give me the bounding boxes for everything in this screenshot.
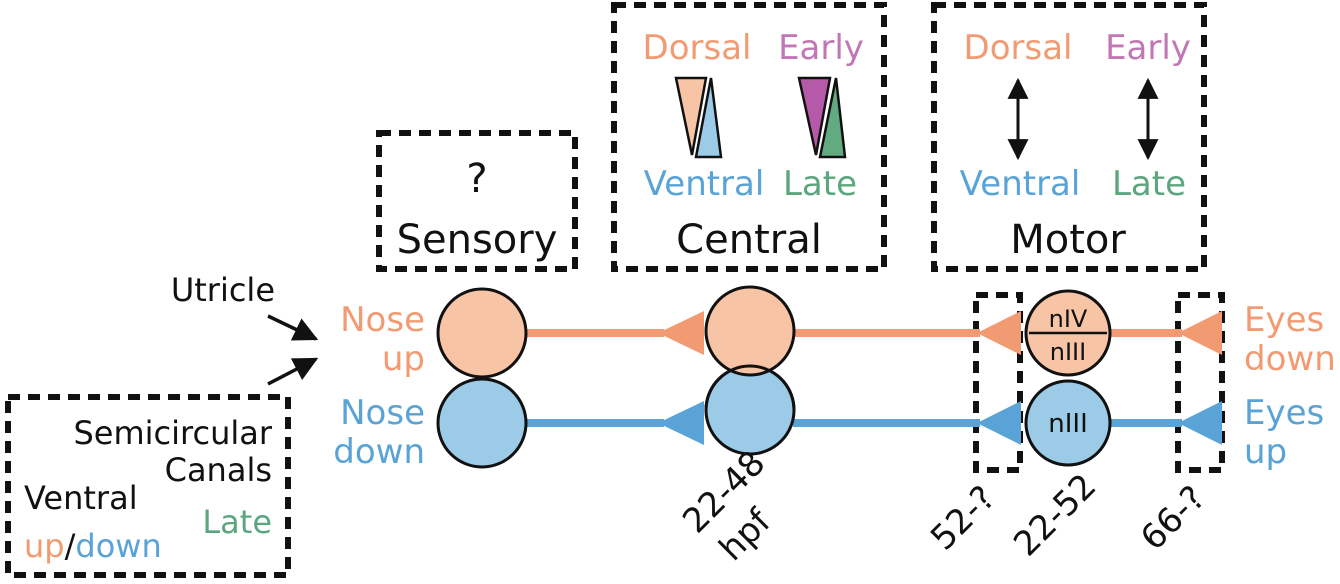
canals-arrow xyxy=(267,357,319,386)
top-synapse-2 xyxy=(977,311,1021,355)
nose-down-line1: Nose xyxy=(340,393,425,433)
central-early: Early xyxy=(778,28,864,68)
dorsal-wedge xyxy=(674,76,708,156)
top-synapse-1 xyxy=(658,311,704,355)
nose-up-line1: Nose xyxy=(340,300,425,340)
canals-line1: Semicircular xyxy=(73,414,272,452)
motor-box xyxy=(931,2,1207,272)
central-late: Late xyxy=(783,164,857,204)
eyes-down-line2: down xyxy=(1244,339,1336,379)
nucleus-niii-bottom: nIII xyxy=(1048,409,1087,439)
bottom-synapse-3 xyxy=(1178,401,1222,445)
central-neuron-nose-up xyxy=(704,285,796,377)
canals-late: Late xyxy=(202,503,272,541)
timing-motor-soma: 22-52 xyxy=(1006,466,1104,564)
motor-late: Late xyxy=(1112,164,1186,204)
sensory-question: ? xyxy=(466,156,487,202)
ventral-wedge xyxy=(694,77,723,159)
eyes-up-line2: up xyxy=(1244,432,1287,472)
synapse-box xyxy=(1175,292,1225,473)
late-wedge xyxy=(818,77,847,159)
sensory-neuron-nose-down xyxy=(436,377,528,469)
sensory-box xyxy=(376,130,578,272)
canals-ventral: Ventral xyxy=(24,479,138,517)
motor-neuron-eyes-up xyxy=(1024,379,1112,467)
central-box xyxy=(611,2,887,272)
canals-line2: Canals xyxy=(165,451,272,489)
central-ventral: Ventral xyxy=(644,164,765,204)
canals-up-down: up/down xyxy=(24,527,162,565)
early-wedge xyxy=(797,76,832,156)
nose-up-line2: up xyxy=(382,339,425,379)
motor-label: Motor xyxy=(1010,217,1126,263)
central-neuron-overlap-outline xyxy=(704,364,796,411)
nucleus-niv: nIV xyxy=(1049,305,1088,333)
canals-slash: / xyxy=(65,527,76,565)
motor-early: Early xyxy=(1105,28,1191,68)
eyes-up-line1: Eyes xyxy=(1244,393,1324,433)
central-label: Central xyxy=(676,217,822,263)
sensory-label: Sensory xyxy=(397,217,558,263)
timing-synapse: 66-? xyxy=(1133,478,1213,558)
canals-down: down xyxy=(75,527,161,565)
top-synapse-3 xyxy=(1178,311,1222,355)
utricle-arrow xyxy=(267,314,319,341)
motor-ventral: Ventral xyxy=(960,164,1081,204)
bottom-synapse-2 xyxy=(977,401,1021,445)
motor-dorsal: Dorsal xyxy=(964,28,1073,68)
bottom-synapse-1 xyxy=(658,401,704,445)
motor-axon-box xyxy=(973,292,1023,473)
nose-down-line2: down xyxy=(333,432,425,472)
canals-box xyxy=(5,394,291,578)
utricle-label: Utricle xyxy=(171,271,275,309)
nucleus-niii-top: nIII xyxy=(1050,338,1086,366)
central-dorsal: Dorsal xyxy=(643,28,752,68)
eyes-down-line1: Eyes xyxy=(1244,300,1324,340)
timing-motor-axon: 52-? xyxy=(923,478,1003,558)
canals-up: up xyxy=(24,527,65,565)
sensory-neuron-nose-up xyxy=(436,287,528,379)
